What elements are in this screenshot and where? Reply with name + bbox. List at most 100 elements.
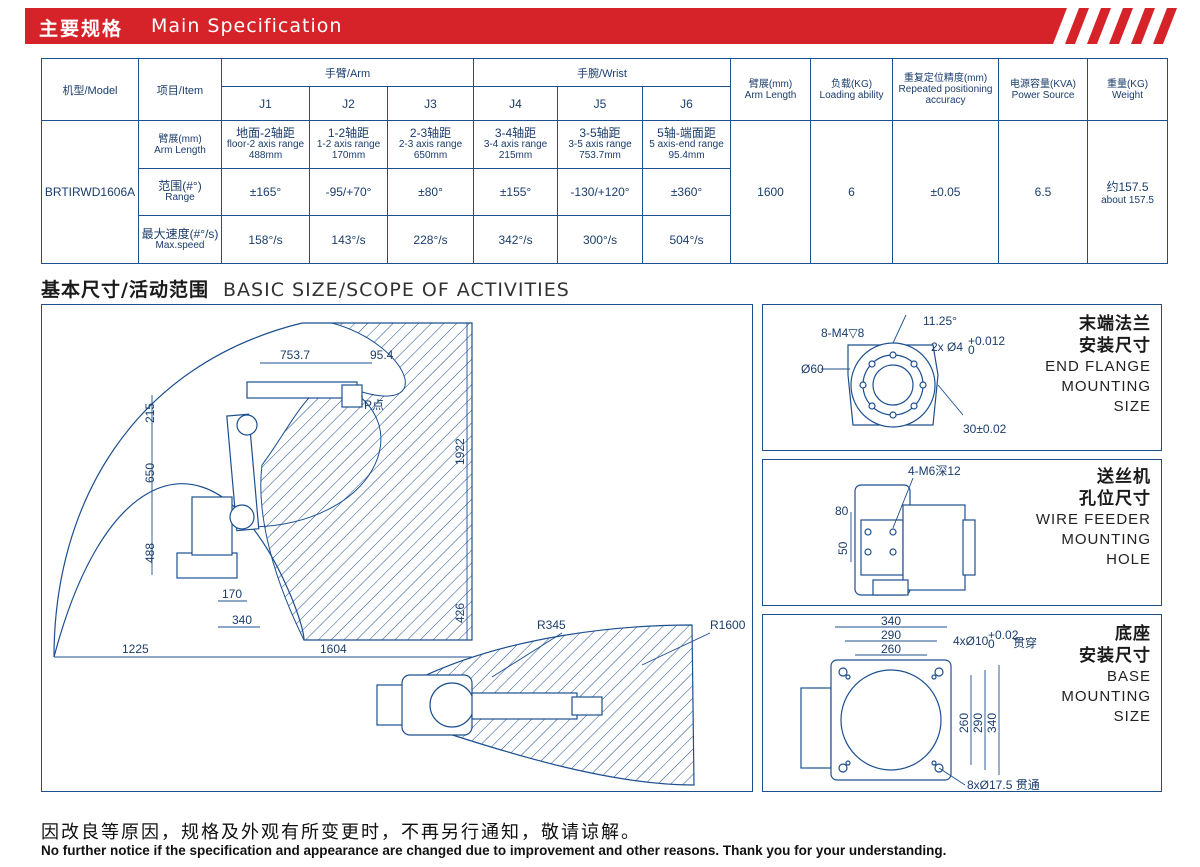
wire-feeder-label: 送丝机 孔位尺寸 WIRE FEEDER MOUNTING HOLE xyxy=(1035,467,1151,568)
dim-650: 650 xyxy=(143,463,157,483)
inner-arc xyxy=(251,384,382,528)
spec-table: 机型/Model 项目/Item 手臂/Arm 手腕/Wrist 臂展(mm)A… xyxy=(41,58,1169,264)
col-power-header: 电源容量(KVA)Power Source xyxy=(998,58,1089,121)
dim-1225: 1225 xyxy=(122,642,149,656)
base-dim-through: 贯穿 xyxy=(1013,635,1037,650)
speed-j6: 504°/s xyxy=(642,215,732,264)
base-dim-260-side: 260 xyxy=(957,713,971,733)
joint-j2-header: J2 xyxy=(309,86,388,121)
dim-1604: 1604 xyxy=(320,642,347,656)
load-value: 6 xyxy=(810,120,894,264)
row-range-label: 范围(#°)Range xyxy=(138,168,222,216)
flange-dim-tol-low: 0 xyxy=(968,343,975,357)
speed-j3: 228°/s xyxy=(386,215,475,264)
flange-dim-dia: Ø60 xyxy=(801,362,824,376)
dim-426: 426 xyxy=(453,603,467,623)
joint-j6-header: J6 xyxy=(642,86,732,121)
col-arm-length-header: 臂展(mm)Arm Length xyxy=(730,58,812,121)
wire-feeder-drawing: 4-M6深12 80 50 xyxy=(835,464,976,596)
dim-488: 488 xyxy=(143,543,157,563)
joint-j5-header: J5 xyxy=(557,86,644,121)
range-j4: ±155° xyxy=(473,168,559,216)
group-arm-header: 手臂/Arm xyxy=(220,58,475,87)
header-title-cn: 主要规格 xyxy=(39,18,124,40)
dim-r1600: R1600 xyxy=(710,618,746,632)
col-weight-header: 重量(KG)Weight xyxy=(1087,58,1169,121)
col-item-header: 项目/Item xyxy=(138,58,222,121)
range-j1: ±165° xyxy=(221,168,310,216)
header-stripes xyxy=(1053,8,1185,44)
base-dim-340-side: 340 xyxy=(985,713,999,733)
base-dim-pin: 4xØ10 xyxy=(953,634,989,648)
footer-notice-en: No further notice if the specification a… xyxy=(41,843,947,858)
dim-1922: 1922 xyxy=(453,438,467,465)
dim-215: 215 xyxy=(143,403,157,423)
base-dim-bolt-holes: 8xØ17.5 贯通 xyxy=(967,778,1040,792)
range-j6: ±360° xyxy=(642,168,732,216)
speed-j5: 300°/s xyxy=(557,215,644,264)
dim-r345: R345 xyxy=(537,618,566,632)
section-title-en: BASIC SIZE/SCOPE OF ACTIVITIES xyxy=(223,279,570,301)
header-title-en: Main Specification xyxy=(151,15,343,37)
group-wrist-header: 手腕/Wrist xyxy=(473,58,732,87)
base-dim-290-top: 290 xyxy=(881,628,901,642)
model-name: BRTIRWD1606A xyxy=(41,120,139,264)
joint-j3-header: J3 xyxy=(386,86,475,121)
dim-170: 170 xyxy=(222,587,242,601)
range-j2: -95/+70° xyxy=(309,168,388,216)
range-j3: ±80° xyxy=(386,168,475,216)
dim-340: 340 xyxy=(232,613,252,627)
base-dim-340-top: 340 xyxy=(881,615,901,628)
joint-j4-header: J4 xyxy=(473,86,559,121)
joint-j1-header: J1 xyxy=(221,86,310,121)
wire-dim-80: 80 xyxy=(835,504,849,518)
speed-j4: 342°/s xyxy=(473,215,559,264)
workspace-diagram: 753.7 95.4 P点 215 650 488 1922 170 340 4… xyxy=(41,304,753,792)
dim-p-point: P点 xyxy=(364,398,384,412)
base-dim-tol-up: +0.02 xyxy=(988,628,1019,642)
flange-dim-angle: 11.25° xyxy=(923,314,957,328)
section-title-cn: 基本尺寸/活动范围 xyxy=(41,279,209,301)
row-arm-label: 臂展(mm)Arm Length xyxy=(138,120,222,169)
base-label: 底座 安装尺寸 BASE MOUNTING SIZE xyxy=(1061,624,1151,725)
header-bar: 主要规格 Main Specification xyxy=(25,8,1185,44)
workspace-drawing: 753.7 95.4 P点 215 650 488 1922 170 340 4… xyxy=(53,322,746,786)
flange-dim-30: 30±0.02 xyxy=(963,422,1007,436)
footer-notice-cn: 因改良等原因，规格及外观有所变更时，不再另行通知，敬请谅解。 xyxy=(41,822,641,843)
repeat-value: ±0.05 xyxy=(892,120,1000,264)
col-repeat-header: 重复定位精度(mm)Repeated positioning accuracy xyxy=(892,58,1000,121)
end-flange-drawing: 11.25° 8-M4▽8 2x Ø4 +0.012 0 Ø60 30±0.02 xyxy=(801,314,1007,436)
col-load-header: 负载(KG)Loading ability xyxy=(810,58,894,121)
end-flange-panel: 11.25° 8-M4▽8 2x Ø4 +0.012 0 Ø60 30±0.02… xyxy=(762,304,1162,451)
robot-top-view xyxy=(376,674,603,736)
base-panel: 340 290 260 4xØ10 +0.02 0 贯穿 260 290 340… xyxy=(762,614,1162,792)
dim-95-4: 95.4 xyxy=(370,348,394,362)
wire-dim-m6: 4-M6深12 xyxy=(908,464,961,478)
flange-dim-pin: 2x Ø4 xyxy=(931,340,963,354)
base-drawing: 340 290 260 4xØ10 +0.02 0 贯穿 260 290 340… xyxy=(800,615,1040,792)
arm-length-value: 1600 xyxy=(730,120,812,264)
wire-feeder-panel: 4-M6深12 80 50 送丝机 孔位尺寸 WIRE FEEDER MOUNT… xyxy=(762,459,1162,606)
range-j5: -130/+120° xyxy=(557,168,644,216)
base-dim-260-top: 260 xyxy=(881,642,901,656)
flange-dim-holes: 8-M4▽8 xyxy=(821,326,865,340)
flange-dim-tol-up: +0.012 xyxy=(968,334,1005,348)
robot-side-view xyxy=(176,381,363,579)
dim-753-7: 753.7 xyxy=(280,348,310,362)
power-value: 6.5 xyxy=(998,120,1089,264)
speed-j1: 158°/s xyxy=(221,215,310,264)
speed-j2: 143°/s xyxy=(309,215,388,264)
end-flange-label: 末端法兰 安装尺寸 END FLANGE MOUNTING SIZE xyxy=(1045,314,1151,415)
base-dim-290-side: 290 xyxy=(971,713,985,733)
base-dim-tol-low: 0 xyxy=(988,637,995,651)
wire-dim-50: 50 xyxy=(836,541,850,555)
section-title: 基本尺寸/活动范围 BASIC SIZE/SCOPE OF ACTIVITIES xyxy=(41,275,570,302)
row-speed-label: 最大速度(#°/s)Max.speed xyxy=(138,215,222,264)
